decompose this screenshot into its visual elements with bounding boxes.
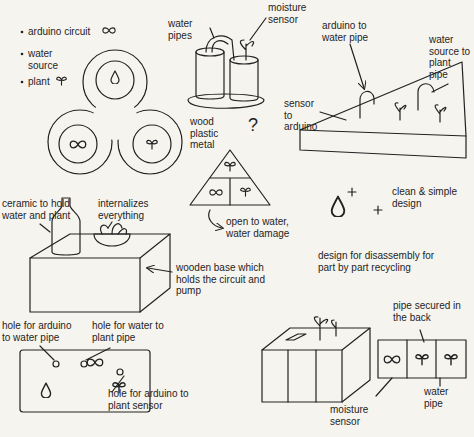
- sketch-stroke: [395, 103, 406, 120]
- sketch-stroke: [93, 96, 137, 140]
- sketch-stroke: [133, 125, 171, 163]
- sketch-stroke: [240, 40, 253, 60]
- sketch-stroke: [378, 340, 466, 378]
- sketch-stroke: [108, 222, 112, 228]
- sketch-stroke: [435, 105, 446, 122]
- sketch-stroke: [407, 340, 436, 378]
- sketch-stroke: [225, 162, 235, 171]
- sketch-stroke: [348, 188, 356, 196]
- sketch-stroke: [445, 355, 457, 365]
- annotation-text: wooden base which holds the circuit and …: [176, 262, 268, 297]
- clean-design-symbols: [332, 188, 382, 217]
- sketch-stroke: [288, 350, 316, 402]
- sketch-stroke: [320, 112, 346, 120]
- sketch-stroke: [111, 71, 119, 84]
- sketch-stroke: [86, 348, 110, 360]
- sketch-stroke: [342, 328, 370, 402]
- annotation-text: hole for water to plant pipe: [92, 320, 164, 343]
- annotation-text: moisture sensor: [330, 404, 386, 427]
- annotation-text: wood plastic metal: [190, 116, 236, 151]
- sketch-stroke: [94, 234, 130, 246]
- sketch-stroke: [148, 268, 172, 272]
- annotation-text: water pipe: [424, 386, 470, 409]
- annotation-text: ?: [248, 116, 260, 134]
- trefoil-concept: [48, 50, 182, 174]
- annotation-text: internalizes everything: [98, 198, 160, 221]
- annotation-text: clean & simple design: [392, 186, 464, 209]
- annotation-text: pipe secured in the back: [393, 300, 471, 323]
- annotation-text: hole for arduino to water pipe: [2, 320, 78, 343]
- sketch-stroke: [40, 346, 54, 360]
- sketch-stroke: [439, 378, 440, 386]
- sketch-stroke: [374, 206, 382, 214]
- sketch-stroke: [210, 28, 214, 38]
- sketch-stroke: [332, 320, 336, 336]
- annotation-text: open to water, water damage: [226, 216, 310, 239]
- sketch-stroke: [210, 178, 250, 205]
- sketch-stroke: [40, 224, 50, 232]
- annotation-text: water source to plant pipe: [429, 34, 471, 80]
- sketch-stroke: [262, 328, 370, 350]
- sketch-stroke: [53, 361, 59, 367]
- sketch-stroke: [416, 355, 428, 365]
- sketch-stroke: [350, 44, 364, 88]
- sketch-stroke: [250, 18, 266, 40]
- sketch-stroke: [147, 140, 157, 149]
- sketch-stroke: [206, 36, 234, 60]
- sketch-stroke: [103, 28, 115, 33]
- sketch-stroke: [96, 61, 134, 99]
- sketch-stroke: [21, 53, 24, 56]
- sketch-stroke: [30, 234, 170, 258]
- sketch-stroke: [140, 234, 170, 312]
- sketch-stroke: [230, 60, 258, 101]
- sketch-stroke: [41, 383, 50, 398]
- sketch-stroke: [332, 197, 345, 217]
- sketch-stroke: [101, 224, 127, 234]
- sketch-stroke: [196, 52, 224, 99]
- sketch-stroke: [59, 125, 97, 163]
- sketch-stroke: [87, 359, 102, 366]
- sketch-stroke: [190, 150, 270, 205]
- sketch-stroke: [21, 31, 24, 34]
- sketch-stroke: [30, 258, 140, 312]
- sketch-stroke: [384, 356, 399, 363]
- sketch-stroke: [360, 91, 374, 118]
- sketch-stroke: [300, 130, 466, 158]
- annotation-text: arduino circuit: [28, 26, 100, 38]
- sketch-stroke: [210, 190, 222, 195]
- annotation-text: plant: [28, 76, 54, 88]
- sketch-stroke: [241, 188, 250, 196]
- sketch-stroke: [57, 77, 66, 85]
- sketch-stroke: [314, 317, 327, 340]
- sketch-stroke: [212, 41, 228, 52]
- annotation-text: water pipes: [168, 18, 210, 41]
- sketch-stroke: [420, 330, 424, 342]
- sketch-stroke: [21, 81, 24, 84]
- sketch-stroke: [117, 369, 123, 375]
- annotation-text: sensor to arduino: [284, 98, 324, 133]
- sketch-stroke: [262, 350, 342, 402]
- annotation-text: moisture sensor: [268, 2, 322, 25]
- annotation-text: arduino to water pipe: [322, 20, 384, 43]
- annotation-text: water source: [28, 48, 74, 71]
- annotation-text: hole for arduino to plant sensor: [108, 388, 192, 411]
- sketch-stroke: [196, 48, 224, 56]
- sketch-stroke: [70, 141, 85, 148]
- sketch-stroke: [286, 334, 306, 340]
- pots-concept: [188, 18, 266, 108]
- sketch-stroke: [81, 361, 87, 367]
- sketch-stroke: [418, 84, 434, 110]
- sketch-stroke: [209, 210, 222, 228]
- sketch-stroke: [376, 378, 392, 396]
- annotation-text: design for disassembly for part by part …: [318, 250, 438, 273]
- annotation-text: ceramic to hold water and plant: [2, 198, 72, 221]
- sketch-stroke: [432, 84, 448, 92]
